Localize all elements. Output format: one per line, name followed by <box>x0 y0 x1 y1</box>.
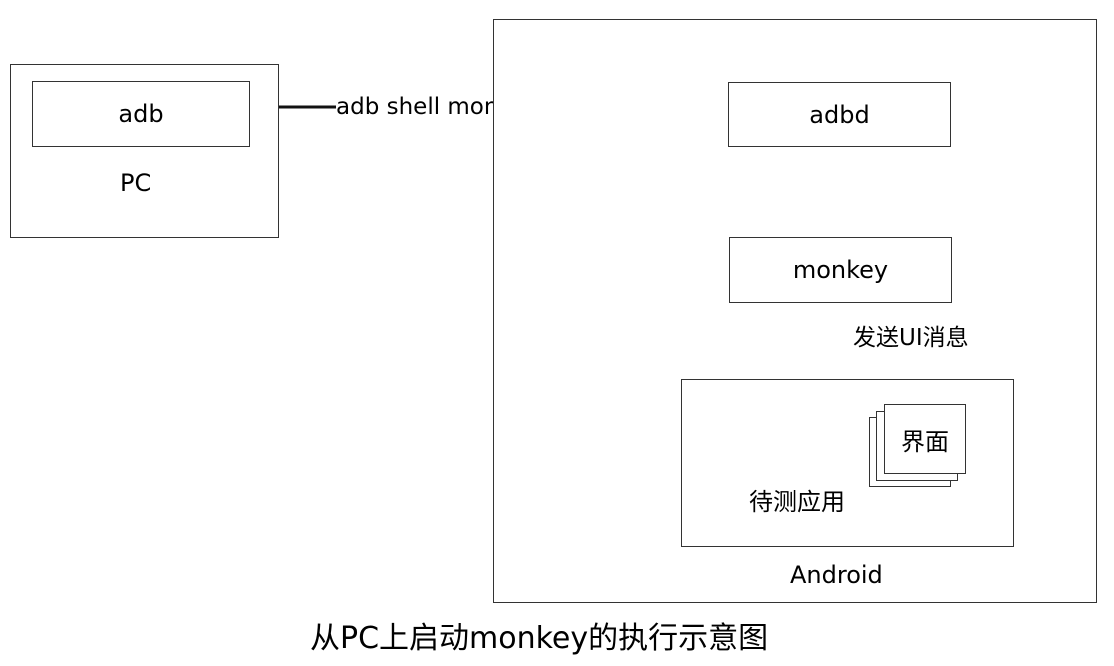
adbd-label: adbd <box>809 100 870 129</box>
adb-box: adb <box>32 81 250 147</box>
adb-label: adb <box>118 100 164 128</box>
app-label: 待测应用 <box>749 488 845 516</box>
adbd-box: adbd <box>728 82 951 147</box>
monkey-box: monkey <box>729 237 952 303</box>
android-caption: Android <box>790 561 883 589</box>
pc-caption: PC <box>120 169 152 197</box>
monkey-label: monkey <box>792 256 889 284</box>
figure-title: 从PC上启动monkey的执行示意图 <box>310 621 769 656</box>
message-label: 发送UI消息 <box>853 325 969 351</box>
screen-label: 界面 <box>901 427 949 456</box>
screen-stack-front: 界面 <box>884 404 966 474</box>
connection-label: adb shell monkey <box>336 94 539 120</box>
